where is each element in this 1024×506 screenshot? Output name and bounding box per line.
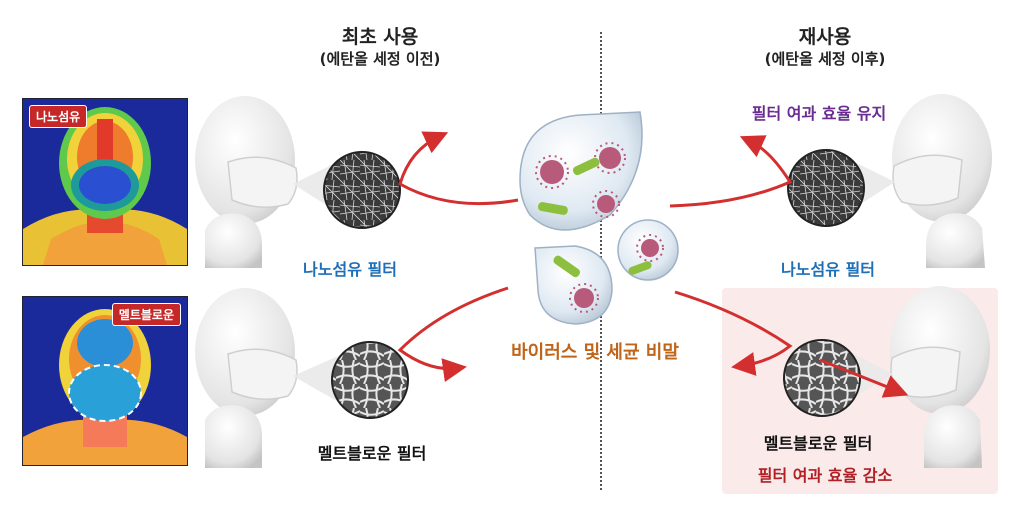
label-meltblown-filter-right: 멜트블로운 필터 — [763, 434, 873, 453]
label-efficiency-reduced: 필터 여과 효율 감소 — [757, 466, 893, 485]
filter-magnifier-left-top — [293, 150, 401, 229]
virus-particle — [636, 234, 664, 262]
thermal-image-nanofiber: 나노섬유 — [22, 98, 188, 266]
arrow-right-bottom — [674, 290, 793, 376]
label-droplet-caption: 바이러스 및 세균 비말 — [511, 342, 679, 363]
left-title: 최초 사용 — [341, 26, 419, 48]
label-nanofiber-filter-right: 나노섬유 필터 — [781, 260, 875, 279]
label-meltblown-filter-left: 멜트블로운 필터 — [317, 444, 427, 463]
thermal-face-graphic — [23, 99, 187, 265]
droplet-medium — [534, 245, 613, 325]
arrow-left-bottom — [397, 286, 509, 382]
virus-particle — [569, 283, 599, 313]
filter-magnifier-right-bottom — [783, 338, 893, 417]
thermal-image-meltblown: 멜트블로운 — [22, 296, 188, 466]
bacteria-particle — [537, 157, 652, 278]
head-figure-left-bottom — [195, 288, 298, 468]
left-subtitle: (에탄올 세정 이전) — [319, 50, 441, 68]
filter-magnifier-left-bottom — [293, 341, 409, 420]
head-figure-right-top — [892, 94, 992, 268]
virus-particle — [592, 190, 620, 218]
head-figure-right-bottom — [890, 286, 990, 468]
label-nanofiber-filter-left: 나노섬유 필터 — [303, 260, 397, 279]
virus-particle — [535, 155, 569, 189]
right-title: 재사용 — [798, 26, 852, 48]
virus-particle — [594, 142, 626, 174]
arrow-right-top — [669, 135, 793, 208]
thermal-tag-nanofiber: 나노섬유 — [29, 105, 88, 128]
head-figure-left-top — [195, 96, 298, 268]
arrow-right-bottom-pass — [819, 358, 909, 398]
filter-magnifier-right-top — [787, 148, 895, 227]
arrow-left-top — [398, 131, 519, 206]
right-subtitle: (에탄올 세정 이후) — [764, 50, 886, 68]
thermal-tag-meltblown: 멜트블로운 — [111, 303, 181, 326]
label-efficiency-kept: 필터 여과 효율 유지 — [751, 104, 887, 123]
